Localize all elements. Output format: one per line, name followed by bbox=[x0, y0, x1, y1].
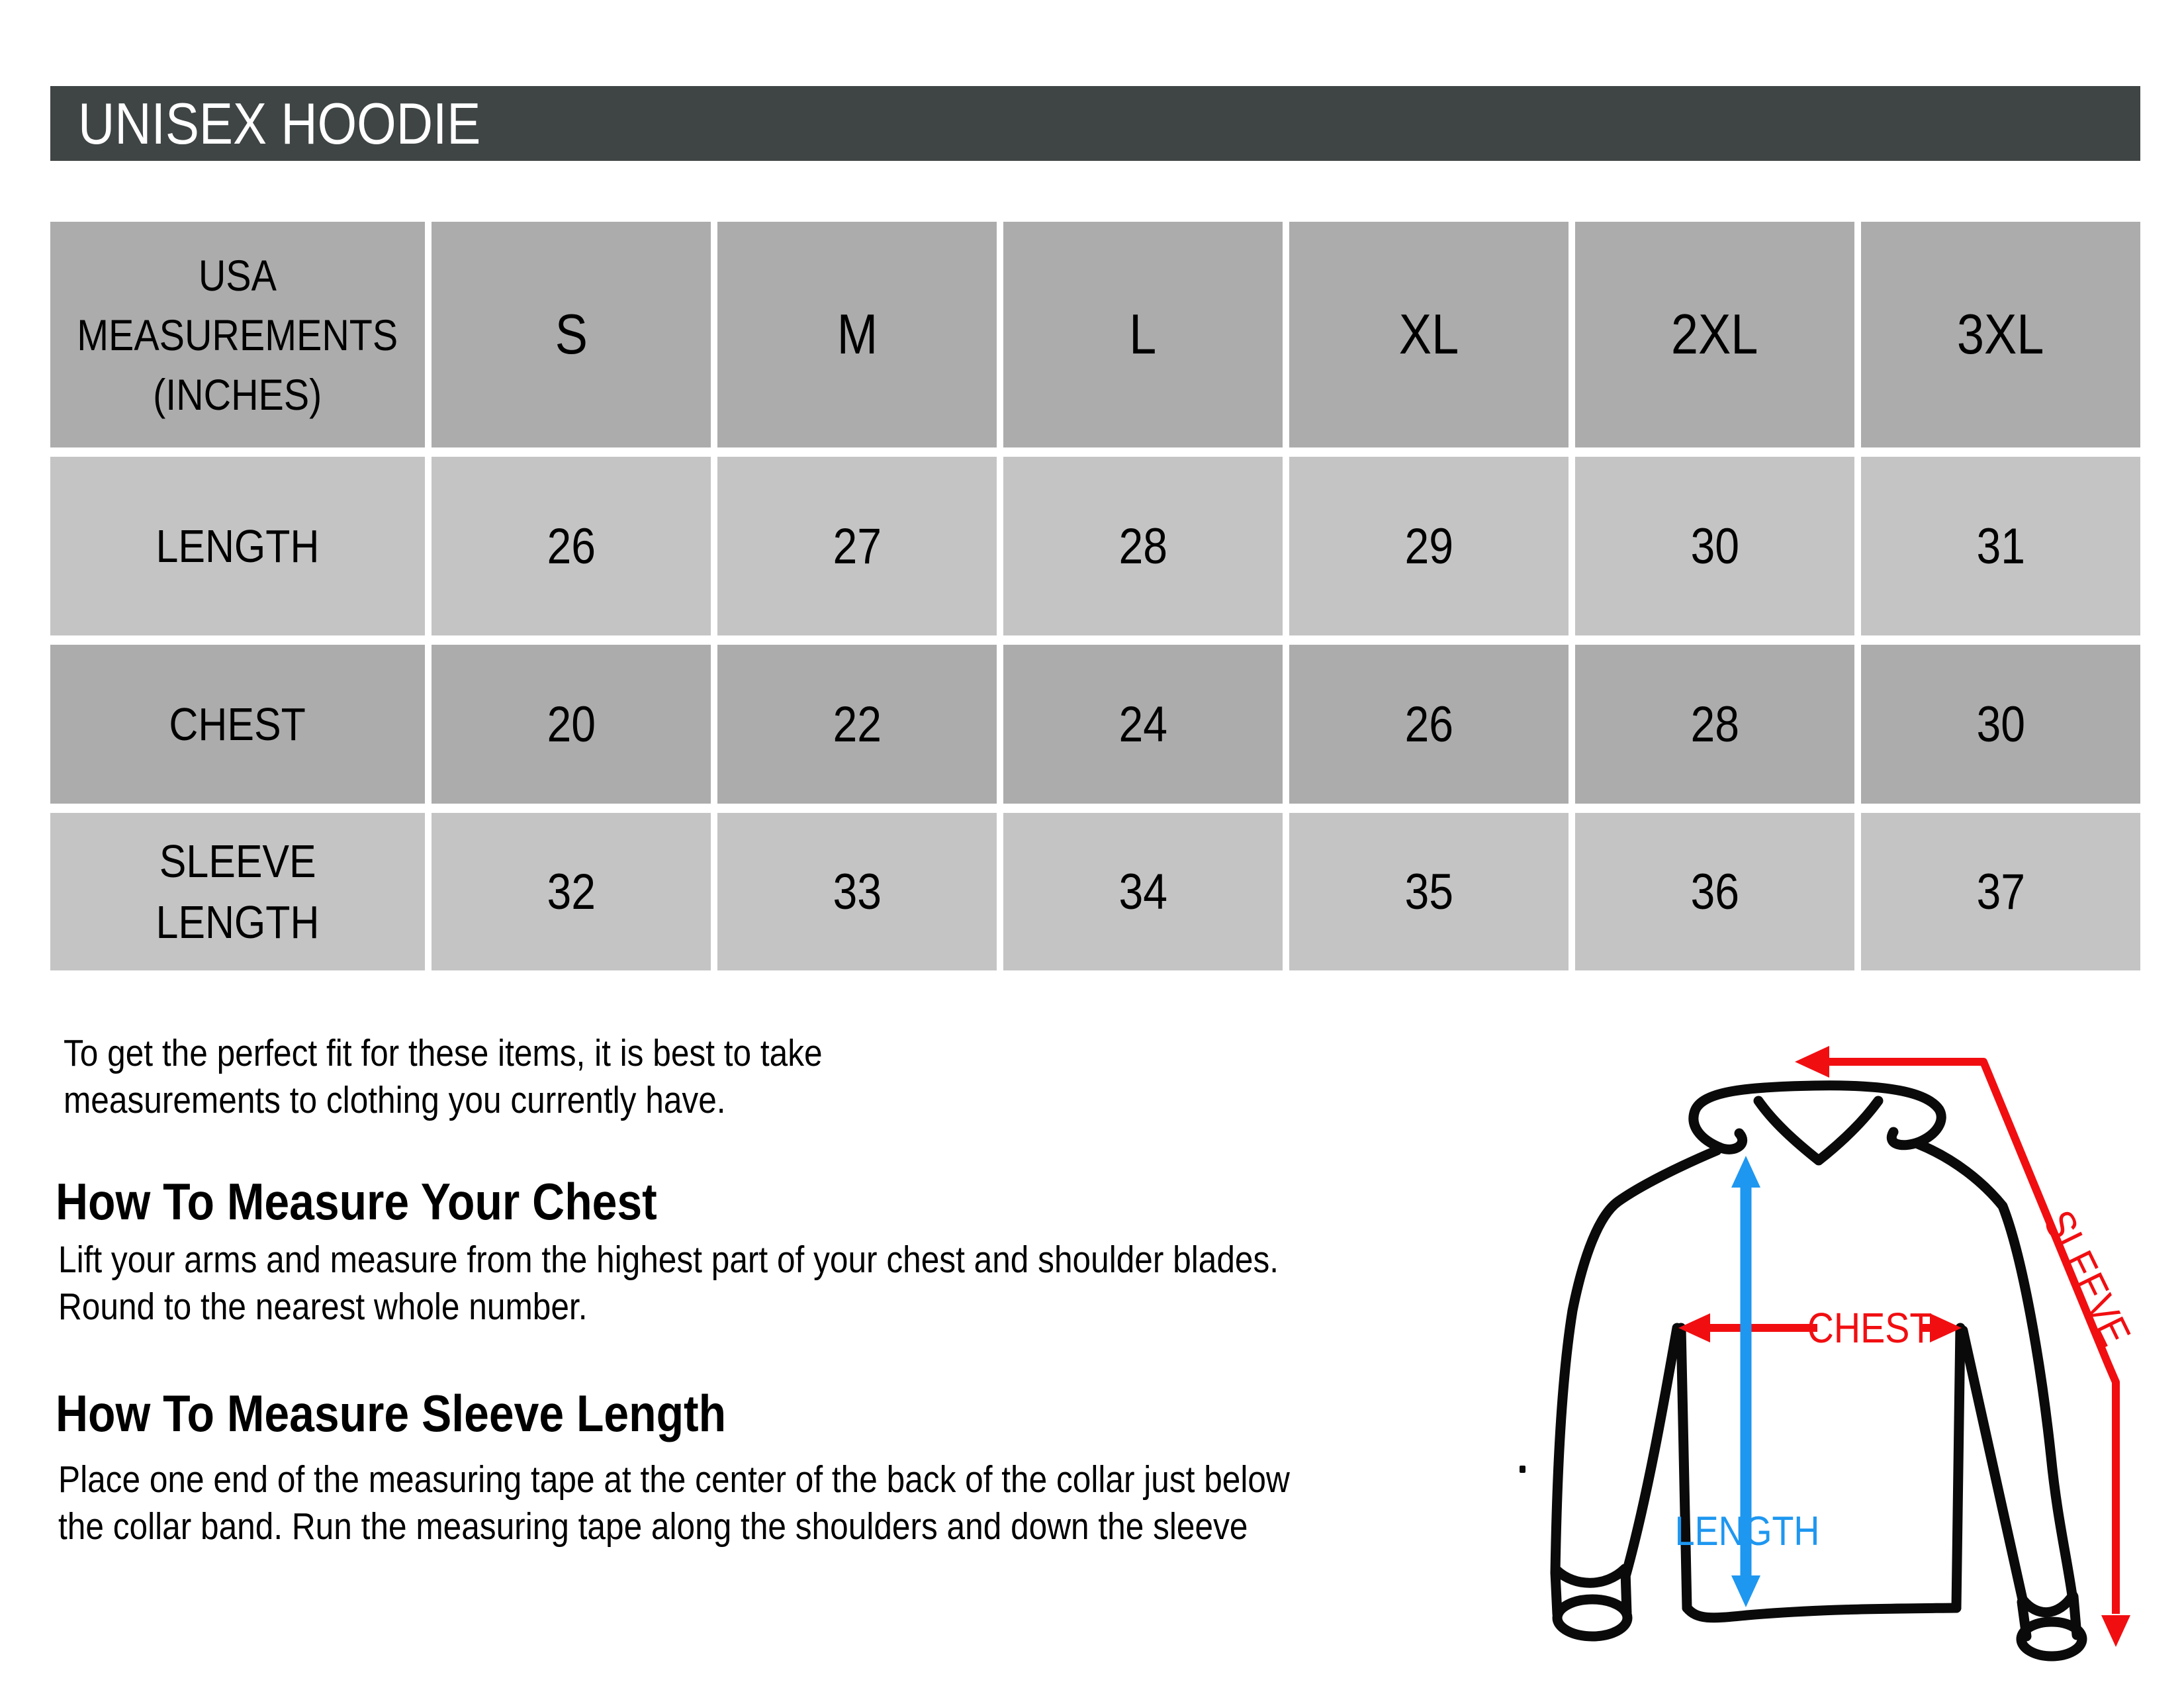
cell-value: 24 bbox=[1118, 696, 1167, 753]
length-label: LENGTH bbox=[1675, 1509, 1820, 1554]
instruction-line: the collar band. Run the measuring tape … bbox=[58, 1505, 1248, 1548]
length-value-m: 27 bbox=[717, 457, 997, 635]
instruction-line: Lift your arms and measure from the high… bbox=[58, 1239, 1279, 1281]
corner-header-line: USA bbox=[198, 250, 277, 300]
row-label-text: LENGTH bbox=[156, 520, 320, 572]
cell-value: 28 bbox=[1690, 696, 1739, 753]
table-corner-header: USA MEASUREMENTS (INCHES) bbox=[50, 222, 425, 447]
cell-value: 30 bbox=[1690, 518, 1739, 575]
page-title: UNISEX HOODIE bbox=[78, 90, 481, 156]
sleeve-value-m: 33 bbox=[717, 813, 997, 970]
corner-header-line: MEASUREMENTS bbox=[77, 310, 398, 359]
chest-value-xl: 26 bbox=[1289, 645, 1569, 804]
length-value-xl: 29 bbox=[1289, 457, 1569, 635]
arrowhead-down-icon bbox=[2101, 1615, 2130, 1647]
arrowhead-left-icon bbox=[1678, 1313, 1710, 1342]
hoodie-outline-icon bbox=[1550, 1080, 2087, 1662]
row-label-text: SLEEVE bbox=[159, 835, 316, 887]
row-label-text: CHEST bbox=[169, 698, 306, 750]
length-value-l: 28 bbox=[1003, 457, 1283, 635]
chest-value-m: 22 bbox=[717, 645, 997, 804]
size-header-2xl: 2XL bbox=[1575, 222, 1854, 447]
cell-value: 37 bbox=[1976, 863, 2025, 920]
title-bar: UNISEX HOODIE bbox=[50, 86, 2140, 161]
sleeve-value-xl: 35 bbox=[1289, 813, 1569, 970]
stray-dot-mark bbox=[1520, 1466, 1525, 1473]
chest-value-s: 20 bbox=[432, 645, 711, 804]
chest-value-2xl: 28 bbox=[1575, 645, 1854, 804]
fit-note: To get the perfect fit for these items, … bbox=[64, 1030, 936, 1124]
cell-value: 22 bbox=[833, 696, 882, 753]
hoodie-measurement-diagram: SLEEVE CHEST LENGTH bbox=[1550, 1046, 2140, 1662]
chest-value-3xl: 30 bbox=[1861, 645, 2140, 804]
size-chart-table: USA MEASUREMENTS (INCHES) S M L XL 2XL 3… bbox=[50, 222, 2140, 970]
row-label-text: LENGTH bbox=[156, 896, 320, 948]
fit-note-line: measurements to clothing you currently h… bbox=[64, 1079, 726, 1121]
size-header-xl: XL bbox=[1289, 222, 1569, 447]
size-header-label: 3XL bbox=[1957, 303, 2044, 366]
size-header-label: S bbox=[555, 303, 588, 366]
length-value-3xl: 31 bbox=[1861, 457, 2140, 635]
cell-value: 30 bbox=[1976, 696, 2025, 753]
row-label-chest: CHEST bbox=[50, 645, 425, 804]
size-header-3xl: 3XL bbox=[1861, 222, 2140, 447]
cell-value: 32 bbox=[547, 863, 596, 920]
size-header-label: L bbox=[1129, 303, 1157, 366]
row-label-sleeve-length: SLEEVE LENGTH bbox=[50, 813, 425, 970]
corner-header-line: (INCHES) bbox=[153, 369, 322, 419]
size-header-label: 2XL bbox=[1671, 303, 1758, 366]
cell-value: 20 bbox=[547, 696, 596, 753]
heading-text: How To Measure Your Chest bbox=[56, 1172, 657, 1231]
sleeve-value-2xl: 36 bbox=[1575, 813, 1854, 970]
cell-value: 26 bbox=[547, 518, 596, 575]
cell-value: 29 bbox=[1404, 518, 1453, 575]
chest-label: CHEST bbox=[1807, 1304, 1933, 1351]
arrowhead-right-icon bbox=[1930, 1313, 1962, 1342]
size-header-l: L bbox=[1003, 222, 1283, 447]
chest-value-l: 24 bbox=[1003, 645, 1283, 804]
measure-sleeve-instructions: Place one end of the measuring tape at t… bbox=[58, 1456, 1474, 1550]
cell-value: 31 bbox=[1976, 518, 2025, 575]
instruction-line: Place one end of the measuring tape at t… bbox=[58, 1458, 1290, 1501]
cell-value: 28 bbox=[1118, 518, 1167, 575]
length-value-s: 26 bbox=[432, 457, 711, 635]
cell-value: 34 bbox=[1118, 863, 1167, 920]
arrowhead-left-icon bbox=[1795, 1046, 1829, 1078]
sleeve-label: SLEEVE bbox=[2034, 1203, 2140, 1352]
sleeve-value-s: 32 bbox=[432, 813, 711, 970]
arrowhead-down-icon bbox=[1731, 1575, 1760, 1607]
heading-measure-chest: How To Measure Your Chest bbox=[56, 1172, 747, 1232]
heading-text: How To Measure Sleeve Length bbox=[56, 1384, 727, 1442]
arrowhead-up-icon bbox=[1731, 1156, 1760, 1188]
measure-chest-instructions: Lift your arms and measure from the high… bbox=[58, 1237, 1461, 1331]
fit-note-line: To get the perfect fit for these items, … bbox=[64, 1032, 823, 1074]
chest-arrow: CHEST bbox=[1678, 1304, 1962, 1352]
length-arrow: LENGTH bbox=[1675, 1156, 1820, 1607]
size-header-m: M bbox=[717, 222, 997, 447]
row-label-length: LENGTH bbox=[50, 457, 425, 635]
instruction-line: Round to the nearest whole number. bbox=[58, 1286, 588, 1328]
size-header-label: XL bbox=[1398, 303, 1459, 366]
sleeve-value-l: 34 bbox=[1003, 813, 1283, 970]
cell-value: 27 bbox=[833, 518, 882, 575]
heading-measure-sleeve: How To Measure Sleeve Length bbox=[56, 1383, 826, 1444]
cell-value: 33 bbox=[833, 863, 882, 920]
cell-value: 35 bbox=[1404, 863, 1453, 920]
size-header-s: S bbox=[432, 222, 711, 447]
cell-value: 36 bbox=[1690, 863, 1739, 920]
size-header-label: M bbox=[837, 303, 878, 366]
length-value-2xl: 30 bbox=[1575, 457, 1854, 635]
sleeve-value-3xl: 37 bbox=[1861, 813, 2140, 970]
cell-value: 26 bbox=[1404, 696, 1453, 753]
